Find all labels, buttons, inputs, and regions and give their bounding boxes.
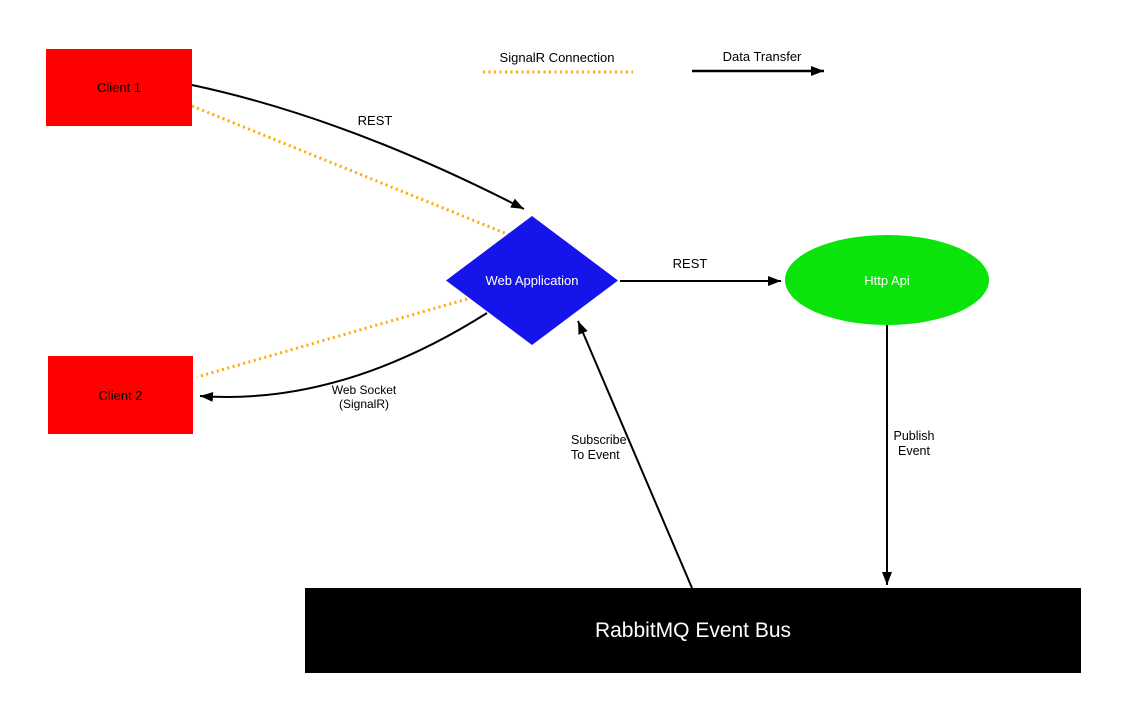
- edge-label-rest-client1: REST: [357, 113, 393, 128]
- node-web-application-label: Web Application: [485, 273, 579, 288]
- edge-label-rest-httpapi: REST: [672, 256, 708, 271]
- edge-client1-signalr: [191, 104, 513, 238]
- edge-webapp-client2-signalr: [196, 297, 468, 379]
- legend-data-transfer-label: Data Transfer: [722, 49, 802, 64]
- edge-label-subscribe: Subscribe To Event: [571, 433, 627, 462]
- node-http-api-label: Http Api: [864, 272, 910, 288]
- edge-label-publish: Publish Event: [893, 429, 935, 458]
- legend-signalr-label: SignalR Connection: [499, 50, 615, 65]
- edge-webapp-to-client2: [199, 312, 488, 402]
- node-client2-label: Client 2: [98, 387, 143, 403]
- node-client1: Client 1: [46, 49, 192, 126]
- node-http-api: Http Api: [785, 235, 989, 325]
- node-rabbitmq-event-bus: RabbitMQ Event Bus: [305, 588, 1081, 673]
- node-client2: Client 2: [48, 356, 193, 434]
- edge-bus-to-webapp: [577, 320, 693, 589]
- edge-label-websocket: Web Socket (SignalR): [331, 383, 397, 411]
- node-client1-label: Client 1: [96, 80, 142, 95]
- edge-client1-to-webapp: [191, 84, 525, 210]
- node-rabbitmq-event-bus-label: RabbitMQ Event Bus: [594, 618, 792, 642]
